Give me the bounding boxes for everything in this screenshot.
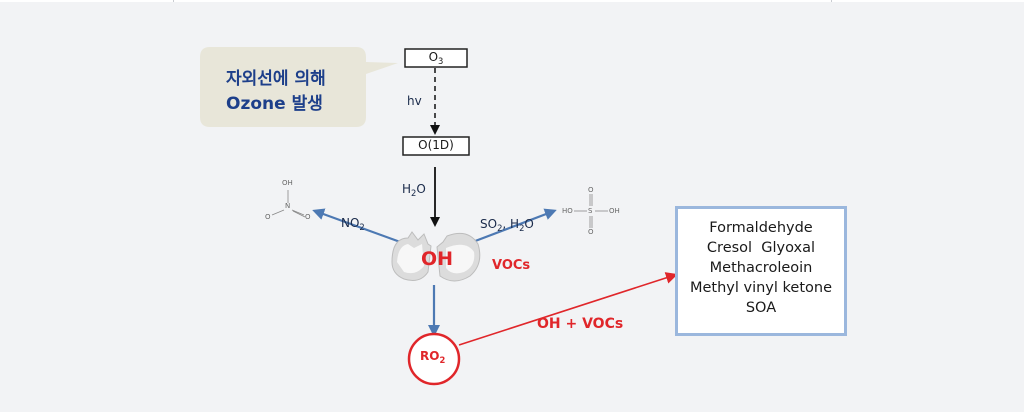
top-bar	[0, 0, 1024, 2]
product-item: Methyl vinyl ketone	[689, 280, 832, 296]
nitric-oh-atom: OH	[282, 179, 293, 187]
sulfuric-oh-atom: OH	[609, 207, 620, 215]
oh-label: OH	[421, 248, 454, 270]
ozone-label: O3	[428, 50, 444, 66]
sulfuric-acid-structure	[574, 194, 608, 228]
callout-line-2: Ozone 발생	[226, 94, 323, 114]
vocs-label: VOCs	[492, 258, 531, 273]
product-item: Formaldehyde	[709, 220, 813, 236]
hv-label: hv	[407, 94, 422, 108]
o1d-box	[402, 136, 470, 156]
sulfuric-s-atom: S	[588, 207, 593, 215]
top-bar-edge-left	[173, 0, 174, 2]
nitric-acid-structure	[271, 190, 306, 218]
callout-line-1: 자외선에 의해	[226, 69, 326, 89]
ro2-label: RO2	[420, 349, 446, 365]
no2-label: NO2	[341, 216, 365, 232]
callout-bubble	[200, 47, 398, 127]
sulfuric-ho-atom: HO	[562, 207, 573, 215]
products-box: Formaldehyde Cresol Glyoxal Methacroleoi…	[675, 206, 847, 336]
product-item: SOA	[745, 300, 777, 316]
products-list: Formaldehyde Cresol Glyoxal Methacroleoi…	[678, 218, 844, 318]
callout-text: 자외선에 의해 Ozone 발생	[226, 67, 366, 117]
product-item: Cresol Glyoxal	[706, 240, 816, 256]
sulfuric-o2-atom: O	[588, 228, 594, 236]
oh-vocs-arrow	[458, 272, 678, 346]
top-bar-edge-right	[831, 0, 832, 2]
so2-arrow	[469, 208, 557, 245]
oh-vocs-label: OH + VOCs	[537, 316, 624, 332]
nitric-o1-atom: O	[265, 213, 271, 221]
sulfuric-o1-atom: O	[588, 186, 594, 194]
nitric-n-atom: N	[285, 202, 291, 210]
product-item: Methacroleoin	[709, 260, 813, 276]
so2-h2o-label: SO2, H2O	[480, 217, 534, 233]
h2o-label: H2O	[402, 182, 426, 198]
nitric-o2-atom: O	[305, 213, 311, 221]
no2-arrow	[312, 208, 404, 245]
o1d-label: O(1D)	[418, 138, 454, 152]
eggshell-icon	[391, 231, 481, 282]
ro2-circle	[407, 332, 461, 386]
ozone-box	[404, 48, 468, 68]
